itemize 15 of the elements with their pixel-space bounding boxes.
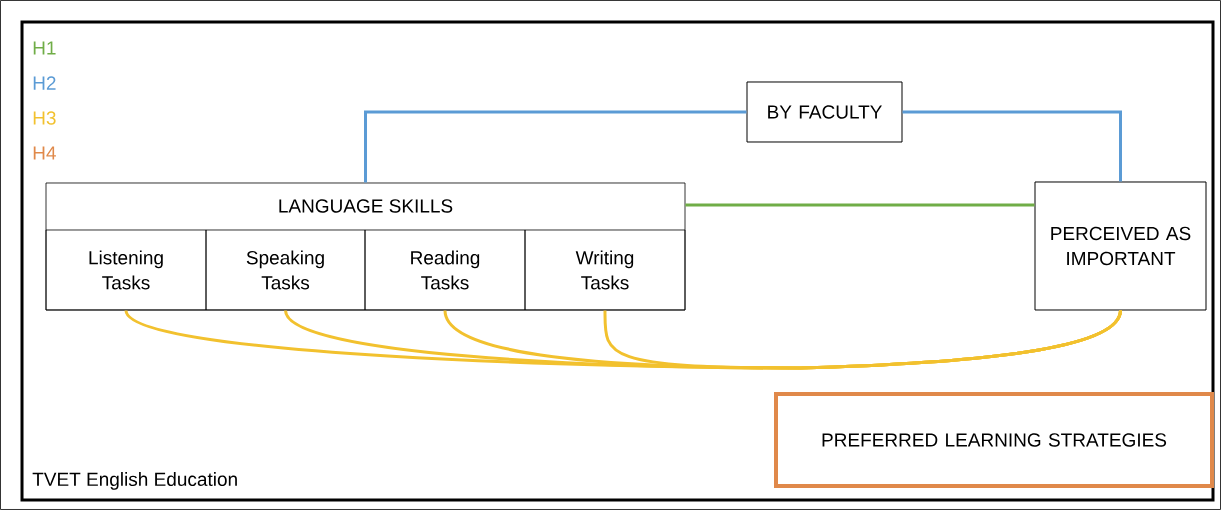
legend-entry: H3 <box>33 111 56 125</box>
task-box: Listening Tasks <box>45 229 207 311</box>
connector-line <box>364 110 747 183</box>
concept-box: PERCEIVED AS IMPORTANT <box>1034 181 1207 311</box>
connector-line <box>902 110 1122 182</box>
outcome-box: PREFERRED LEARNING STRATEGIES <box>774 392 1214 488</box>
legend-entry: H2 <box>33 76 56 90</box>
connector-line <box>685 203 1035 207</box>
legend-entry: H4 <box>33 146 56 160</box>
task-box: Writing Tasks <box>524 229 686 311</box>
connector-line <box>603 310 1122 370</box>
task-box: Reading Tasks <box>364 229 526 311</box>
legend-entry: H1 <box>33 41 56 55</box>
task-box: Speaking Tasks <box>205 229 366 311</box>
concept-box: BY FACULTY <box>746 81 903 143</box>
